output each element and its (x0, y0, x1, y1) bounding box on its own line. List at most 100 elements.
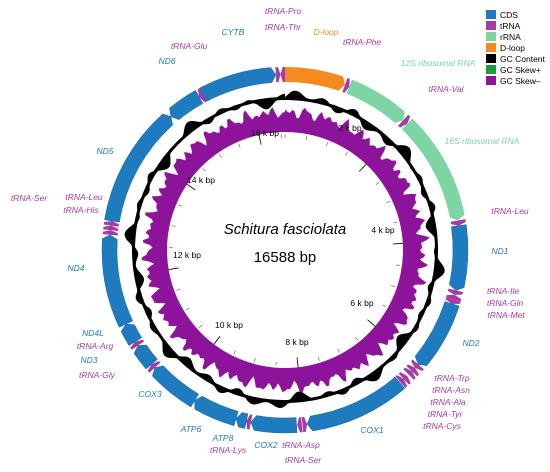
minor-tick (337, 348, 340, 353)
tick-label: 16 k bp (251, 128, 279, 138)
legend-label: tRNA (500, 21, 521, 31)
feature-trna-tyr (395, 375, 408, 388)
minor-tick (345, 152, 348, 156)
label-cytb: CYTB (222, 27, 245, 37)
feature-trna-ser (103, 225, 119, 232)
label-trna-tyr: tRNA-Tyr (428, 409, 464, 419)
feature-atp8 (235, 412, 249, 429)
feature-trna-glu (197, 88, 207, 103)
minor-tick (176, 288, 181, 291)
major-tick (358, 163, 367, 172)
label-trna-val: tRNA-Val (428, 84, 464, 94)
feature-nd3 (133, 344, 158, 370)
label-16s-ribosomal-rna: 16S ribosomal RNA (445, 136, 520, 146)
feature-trna-met (445, 297, 461, 304)
feature-trna-asp (297, 417, 303, 433)
genome-size: 16588 bp (254, 249, 317, 266)
feature-trna-asn (403, 367, 416, 380)
minor-tick (254, 357, 256, 362)
legend-label: GC Skew+ (500, 65, 541, 75)
feature-trna-val (398, 114, 411, 128)
feature-trna-his (102, 230, 118, 236)
label-12s-ribosomal-rna: 12S ribosomal RNA (401, 58, 476, 68)
label-trna-ala: tRNA-Ala (430, 397, 466, 407)
feature-cox2 (250, 415, 298, 434)
label-nd3: ND3 (80, 355, 97, 365)
feature-trna-arg (130, 339, 145, 350)
major-tick (168, 267, 179, 271)
label-d-loop: D-loop (313, 27, 338, 37)
label-trna-thr: tRNA-Thr (265, 22, 302, 32)
feature-trna-gly (147, 361, 161, 373)
label-trna-glu: tRNA-Glu (171, 41, 208, 51)
feature-cox3 (152, 365, 199, 408)
minor-tick (238, 143, 241, 148)
feature-trna-leu (450, 219, 466, 226)
major-tick (258, 134, 262, 145)
tick-label: 10 k bp (215, 320, 243, 330)
feature-trna-gln (446, 294, 462, 302)
minor-tick (393, 221, 398, 224)
label-nd5: ND5 (96, 146, 113, 156)
minor-tick (305, 136, 308, 141)
feature-trna-lys (246, 414, 253, 430)
label-nd1: ND1 (491, 246, 508, 256)
label-trna-ile: tRNA-Ile (487, 286, 519, 296)
feature-trna-ser (301, 416, 308, 433)
legend-label: GC Skew– (500, 76, 541, 86)
legend-label: CDS (500, 10, 518, 20)
legend-swatch (486, 21, 496, 30)
tick-label: 4 k bp (371, 225, 394, 235)
minor-tick (171, 225, 176, 227)
feature-nd5 (104, 113, 173, 223)
tick-label: 12 k bp (173, 250, 201, 260)
label-trna-pro: tRNA-Pro (265, 6, 302, 16)
feature-trna-phe (342, 77, 350, 93)
feature-nd6 (169, 90, 204, 120)
label-trna-asn: tRNA-Asn (432, 385, 470, 395)
label-nd4l: ND4L (82, 328, 104, 338)
label-cox2: COX2 (254, 440, 277, 450)
label-nd6: ND6 (158, 56, 175, 66)
minor-tick (386, 200, 391, 204)
minor-tick (198, 324, 203, 329)
tick-label: 2 k bp (338, 123, 361, 133)
feature-12s-ribosomal-rna (346, 79, 405, 123)
minor-tick (326, 142, 329, 147)
minor-tick (375, 181, 380, 185)
label-trna-his: tRNA-His (63, 205, 99, 215)
feature-labels: D-loop tRNA-Phe 12S ribosomal RNA tRNA-Val 1… (11, 6, 529, 465)
major-tick (186, 183, 196, 191)
minor-tick (233, 350, 236, 355)
feature-trna-ile (447, 288, 464, 295)
inner-disk (167, 132, 403, 368)
label-atp6: ATP6 (180, 424, 202, 434)
species-name: Schitura fasciolata (224, 221, 347, 238)
feature-nd4 (101, 234, 134, 328)
minor-tick (355, 336, 359, 341)
label-trna-met: tRNA-Met (487, 310, 525, 320)
tick-label: 14 k bp (187, 175, 215, 185)
feature-trna-pro (280, 67, 285, 83)
label-cox3: COX3 (138, 389, 161, 399)
label-trna-gly: tRNA-Gly (79, 370, 116, 380)
feature-trna-leu (103, 220, 119, 227)
label-trna-phe: tRNA-Phe (343, 37, 382, 47)
feature-trna-ala (406, 364, 419, 377)
feature-trna-thr (275, 67, 281, 83)
legend-swatch (486, 76, 496, 85)
legend-label: rRNA (500, 32, 521, 42)
legend-swatch (486, 10, 496, 19)
label-trna-leu: tRNA-Leu (65, 192, 103, 202)
legend-swatch (486, 65, 496, 74)
minor-tick (382, 304, 387, 308)
feature-trna-cys (398, 372, 411, 385)
feature-16s-ribosomal-rna (401, 118, 465, 221)
minor-tick (202, 168, 206, 172)
major-tick (392, 243, 403, 245)
label-atp8: ATP8 (212, 433, 234, 443)
major-tick (213, 335, 221, 345)
